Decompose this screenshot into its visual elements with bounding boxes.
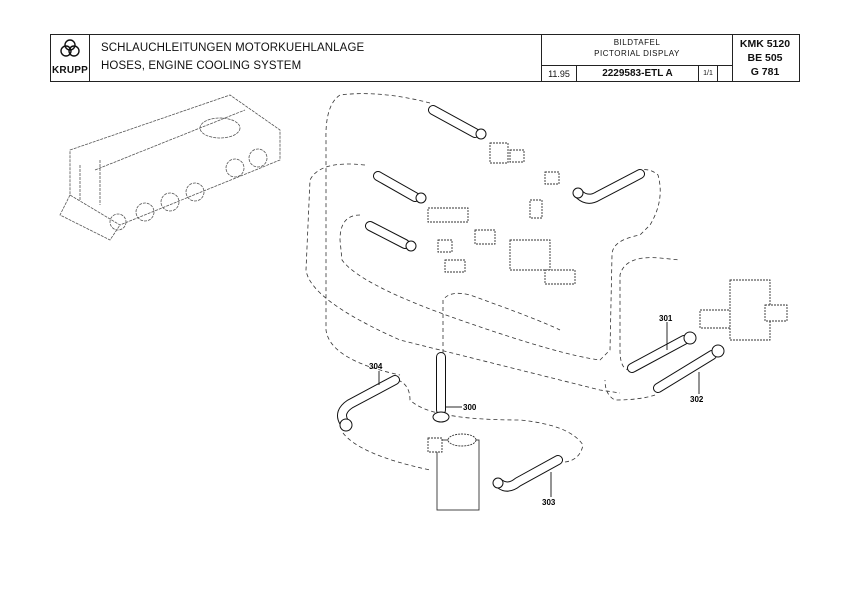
callout-304: 304: [369, 362, 383, 371]
callout-302: 302: [690, 395, 704, 404]
hose-routing-lines: [305, 93, 681, 471]
callout-leaders: [378, 322, 700, 497]
title-english: HOSES, ENGINE COOLING SYSTEM: [101, 60, 302, 72]
hose-300: [432, 352, 450, 423]
document-info: BILDTAFEL PICTORIAL DISPLAY 11.95 222958…: [541, 35, 733, 82]
sheet-number: 1/1: [699, 66, 718, 82]
hose-upper: [428, 105, 487, 140]
be-number: BE 505: [747, 52, 783, 64]
callout-303: 303: [542, 498, 556, 507]
callout-300: 300: [463, 403, 477, 412]
callout-301: 301: [659, 314, 673, 323]
document-number: 2229583-ETL A: [577, 66, 699, 82]
display-label-de: BILDTAFEL: [613, 38, 661, 47]
brand-name: KRUPP: [52, 65, 89, 76]
hose-304: [337, 375, 400, 432]
display-label-en: PICTORIAL DISPLAY: [594, 49, 680, 58]
g-number: G 781: [750, 66, 780, 78]
document-info-row: 11.95 2229583-ETL A 1/1: [542, 65, 732, 82]
hose-middle: [373, 171, 427, 204]
hose-lower: [365, 221, 417, 252]
hose-303: [492, 455, 563, 492]
krupp-rings-icon: [60, 39, 80, 57]
hose-301: [627, 331, 697, 373]
crane-overview-sketch: [59, 94, 281, 241]
hose-302: [653, 344, 725, 393]
hose-elbow-right: [572, 169, 645, 204]
fittings: [427, 142, 788, 511]
hose-parts: [337, 105, 725, 492]
krupp-logo: KRUPP: [51, 35, 90, 81]
model: KMK 5120: [739, 38, 791, 50]
title-block: KRUPP SCHLAUCHLEITUNGEN MOTORKUEHLANLAGE…: [50, 34, 800, 82]
model-info: KMK 5120 BE 505 G 781: [731, 35, 799, 81]
title-german: SCHLAUCHLEITUNGEN MOTORKUEHLANLAGE: [101, 42, 365, 54]
date: 11.95: [542, 66, 577, 82]
